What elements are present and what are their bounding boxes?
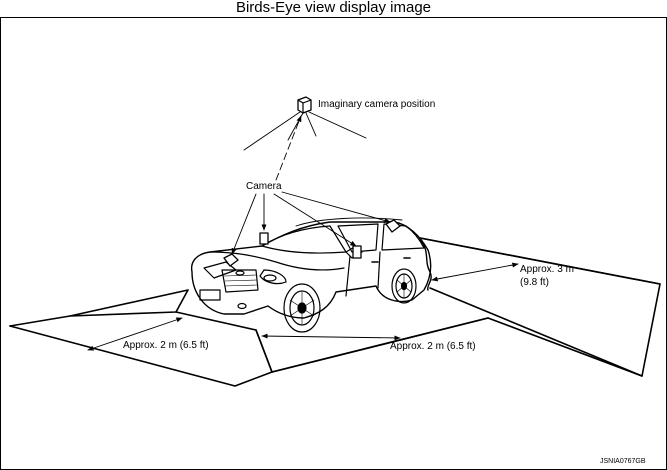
side-distance-arrow — [261, 333, 401, 341]
camera-front-icon — [223, 253, 239, 267]
side-ground-area — [255, 237, 661, 377]
front-distance-label: Approx. 2 m (6.5 ft) — [123, 340, 209, 351]
side-distance-label: Approx. 2 m (6.5 ft) — [390, 341, 476, 352]
car-illustration — [190, 217, 432, 333]
front-distance-arrow — [87, 317, 183, 351]
imaginary-camera-view-lines — [243, 111, 367, 151]
camera-side-mirror-icon — [352, 245, 362, 259]
reference-code: JSNIA0767GB — [600, 458, 646, 465]
rear-ground-area — [419, 237, 661, 377]
rear-distance-label-line2: (9.8 ft) — [520, 277, 549, 288]
camera-leader-lines — [231, 191, 391, 255]
imaginary-camera-icon — [297, 96, 312, 114]
front-ground-area — [9, 289, 273, 387]
imaginary-camera-dashed-arrow — [275, 115, 302, 181]
diagram-title: Birds-Eye view display image — [235, 0, 432, 16]
imaginary-camera-label: Imaginary camera position — [318, 99, 436, 110]
camera-label: Camera — [246, 181, 282, 192]
camera-rear-icon — [385, 219, 401, 233]
rear-distance-arrow — [431, 262, 519, 282]
rear-distance-label-line1: Approx. 3 m — [520, 264, 574, 275]
camera-windshield-icon — [259, 232, 269, 245]
